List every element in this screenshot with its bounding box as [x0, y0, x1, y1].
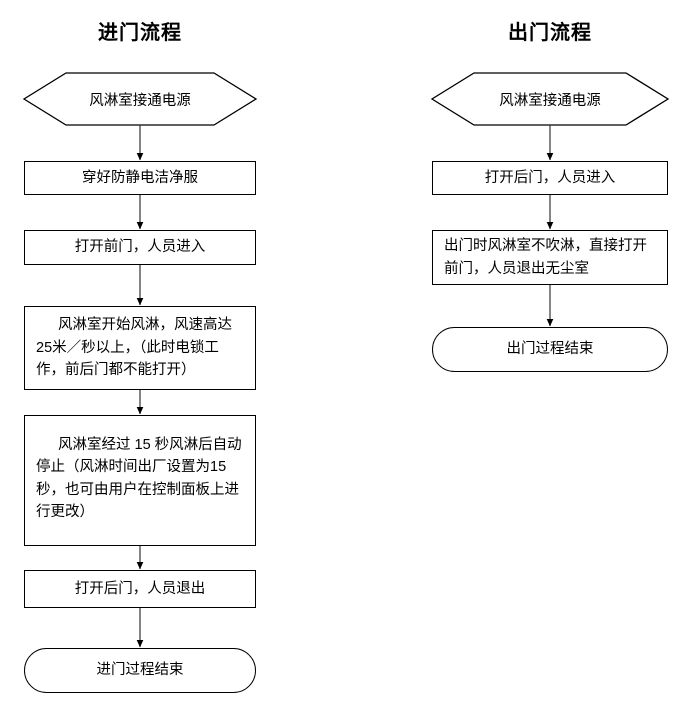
entry-step-2-box[interactable]: 打开前门，人员进入 [24, 230, 256, 265]
exit-step-2-label: 出门时风淋室不吹淋，直接打开前门，人员退出无尘室 [444, 238, 647, 277]
entry-step-4-box[interactable]: 风淋室经过 15 秒风淋后自动停止（风淋时间出厂设置为15 秒，也可由用户在控制… [24, 415, 256, 546]
exit-step-1-box[interactable]: 打开后门，人员进入 [432, 161, 668, 195]
entry-step-5-box[interactable]: 打开后门，人员退出 [24, 570, 256, 608]
exit-end-box[interactable]: 出门过程结束 [432, 327, 668, 372]
entry-step-4-label: 风淋室经过 15 秒风淋后自动停止（风淋时间出厂设置为15 秒，也可由用户在控制… [36, 437, 242, 521]
entry-step-3-label: 风淋室开始风淋，风速高达25米／秒以上，（此时电锁工作，前后门都不能打开） [36, 317, 232, 379]
entry-step-3-box[interactable]: 风淋室开始风淋，风速高达25米／秒以上，（此时电锁工作，前后门都不能打开） [24, 306, 256, 390]
exit-step-1-label: 打开后门，人员进入 [484, 169, 616, 186]
entry-step-2-label: 打开前门，人员进入 [74, 239, 206, 256]
entry-step-1-box[interactable]: 穿好防静电洁净服 [24, 161, 256, 195]
entry-end-label: 进门过程结束 [96, 662, 184, 679]
exit-step-2-box[interactable]: 出门时风淋室不吹淋，直接打开前门，人员退出无尘室 [432, 230, 668, 285]
exit-end-label: 出门过程结束 [506, 341, 594, 358]
entry-step-1-label: 穿好防静电洁净服 [82, 169, 198, 186]
exit-start-hexagon [430, 72, 670, 126]
exit-flow-title: 出门流程 [508, 22, 592, 44]
entry-flow-title: 进门流程 [98, 22, 182, 44]
entry-end-box[interactable]: 进门过程结束 [24, 648, 256, 693]
entry-start-hexagon [22, 72, 258, 126]
entry-step-5-label: 打开后门，人员退出 [74, 580, 206, 597]
